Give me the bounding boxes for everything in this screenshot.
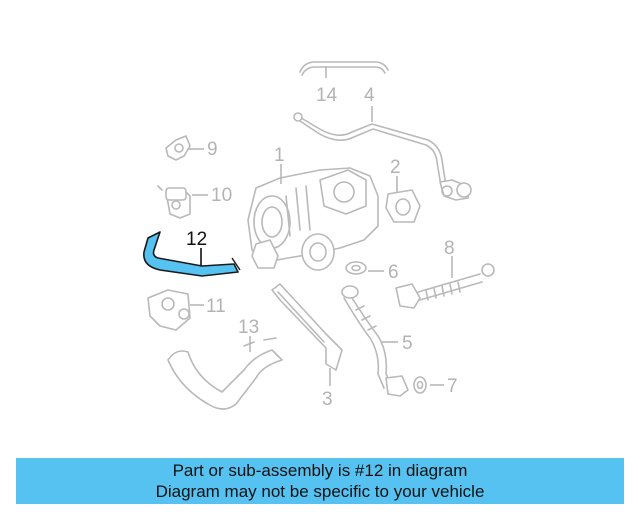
part-9-sensor bbox=[165, 135, 204, 161]
part-6-gasket bbox=[345, 261, 384, 275]
part-1-turbocharger bbox=[247, 164, 379, 271]
part-12-hose-highlighted bbox=[143, 231, 241, 277]
callout-13: 13 bbox=[238, 317, 259, 338]
part-4-oil-line bbox=[293, 106, 472, 201]
part-8-oil-line bbox=[395, 256, 495, 309]
callout-10: 10 bbox=[211, 185, 232, 206]
part-14-hose bbox=[299, 61, 389, 78]
part-10-valve bbox=[157, 185, 208, 219]
info-banner: Part or sub-assembly is #12 in diagram D… bbox=[16, 458, 624, 504]
callout-4: 4 bbox=[364, 85, 375, 106]
callout-7: 7 bbox=[447, 376, 458, 397]
part-11-valve bbox=[147, 289, 204, 331]
part-13-hose bbox=[167, 336, 283, 410]
callout-14: 14 bbox=[316, 85, 338, 106]
banner-line-1: Part or sub-assembly is #12 in diagram bbox=[172, 461, 468, 480]
part-12-hose-body bbox=[143, 231, 239, 277]
callout-11: 11 bbox=[206, 296, 226, 317]
part-5-oil-line bbox=[341, 285, 409, 397]
callout-5: 5 bbox=[402, 333, 413, 354]
callout-8: 8 bbox=[444, 238, 455, 259]
part-7-gasket bbox=[413, 376, 444, 394]
callout-12: 12 bbox=[186, 229, 207, 250]
callout-3: 3 bbox=[322, 389, 333, 410]
banner-line-2: Diagram may not be specific to your vehi… bbox=[155, 482, 485, 501]
callout-6: 6 bbox=[388, 262, 399, 283]
callout-9: 9 bbox=[207, 139, 218, 160]
callout-1: 1 bbox=[274, 145, 285, 166]
parts-diagram: 14 4 9 1 2 bbox=[143, 61, 495, 410]
part-2-gasket bbox=[385, 176, 421, 223]
part-3-bracket bbox=[271, 283, 343, 386]
callout-2: 2 bbox=[390, 157, 401, 178]
